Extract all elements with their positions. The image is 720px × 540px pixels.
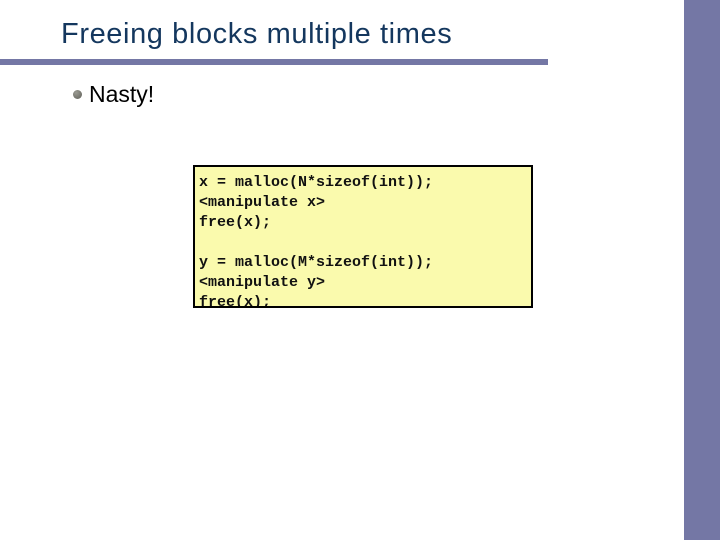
code-line: <manipulate x> (199, 194, 326, 211)
code-line: y = malloc(M*sizeof(int)); (199, 254, 434, 271)
bullet-label: Nasty! (89, 81, 155, 107)
page-title: Freeing blocks multiple times (61, 18, 453, 50)
right-accent-bar (684, 0, 720, 540)
code-line: free(x); (199, 294, 272, 308)
bullet-item: Nasty! (73, 81, 154, 107)
bullet-icon (73, 90, 82, 99)
code-box: x = malloc(N*sizeof(int)); <manipulate x… (193, 165, 533, 308)
code-line (199, 233, 527, 253)
code-line: x = malloc(N*sizeof(int)); (199, 174, 434, 191)
code-line: <manipulate y> (199, 274, 326, 291)
code-line: free(x); (199, 214, 272, 231)
title-divider-line (0, 59, 548, 65)
